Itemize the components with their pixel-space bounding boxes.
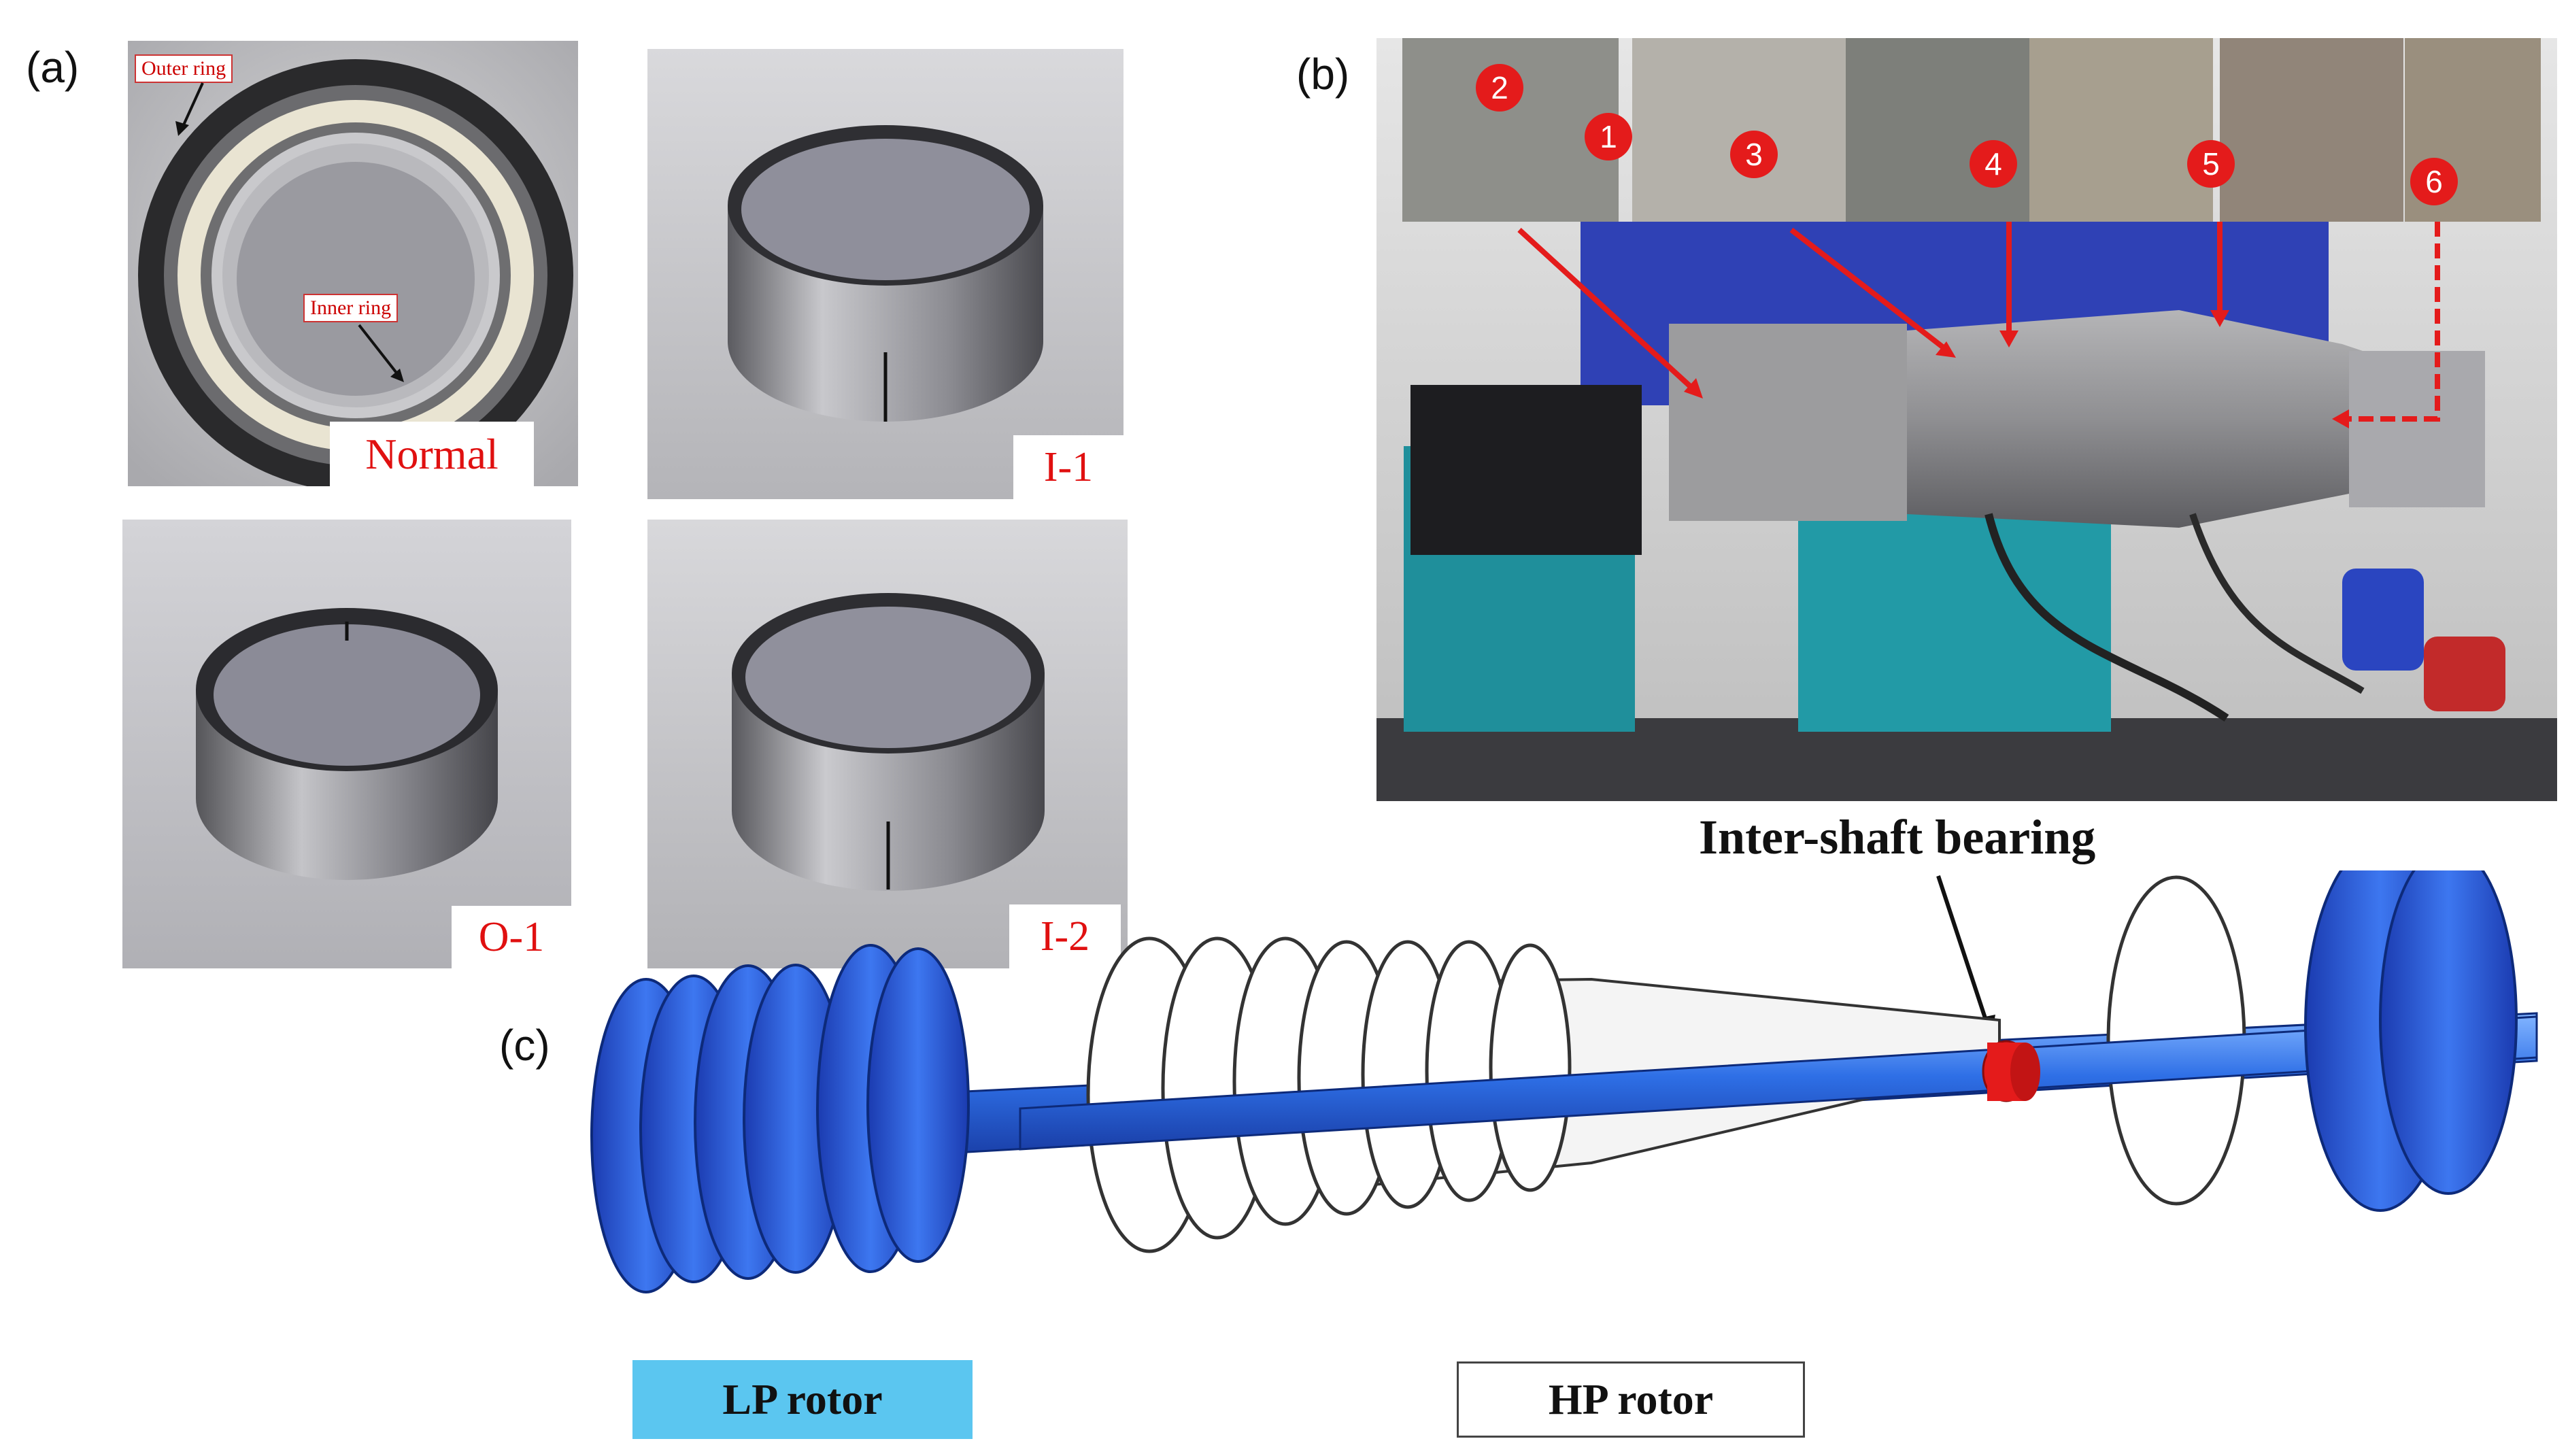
rotor-diagram (590, 870, 2538, 1293)
tag-i1: I-1 (1013, 435, 1124, 499)
panel-c-letter: (c) (499, 1021, 550, 1070)
panel-a-letter: (a) (26, 43, 80, 92)
inter-shaft-bearing-label: Inter-shaft bearing (1699, 810, 2096, 864)
inner-ring-label: Inner ring (303, 294, 399, 322)
photo-normal-bearing: Outer ring Inner ring (128, 41, 578, 486)
sensor-badge-6: 6 (2410, 158, 2458, 205)
photo-inner-ring-i2 (647, 520, 1128, 968)
photo-test-rig: 2 1 3 4 5 6 (1376, 38, 2557, 801)
sensor-badge-2: 2 (1476, 64, 1523, 112)
photo-inner-ring-i1 (647, 49, 1124, 499)
ring-pointer-arrows (175, 82, 404, 382)
panel-b-letter: (b) (1296, 50, 1350, 99)
lp-rotor-label: LP rotor (632, 1360, 973, 1439)
sensor-badge-4: 4 (1970, 140, 2017, 188)
tag-i2: I-2 (1009, 904, 1121, 968)
sensor-badge-1: 1 (1585, 113, 1632, 160)
tag-normal: Normal (330, 422, 534, 487)
hp-rotor-label: HP rotor (1457, 1361, 1805, 1438)
tag-o1: O-1 (452, 906, 571, 968)
sensor-badge-3: 3 (1730, 131, 1778, 178)
outer-ring-label: Outer ring (135, 54, 233, 83)
photo-outer-ring-o1 (122, 520, 571, 968)
sensor-badge-5: 5 (2187, 140, 2235, 188)
